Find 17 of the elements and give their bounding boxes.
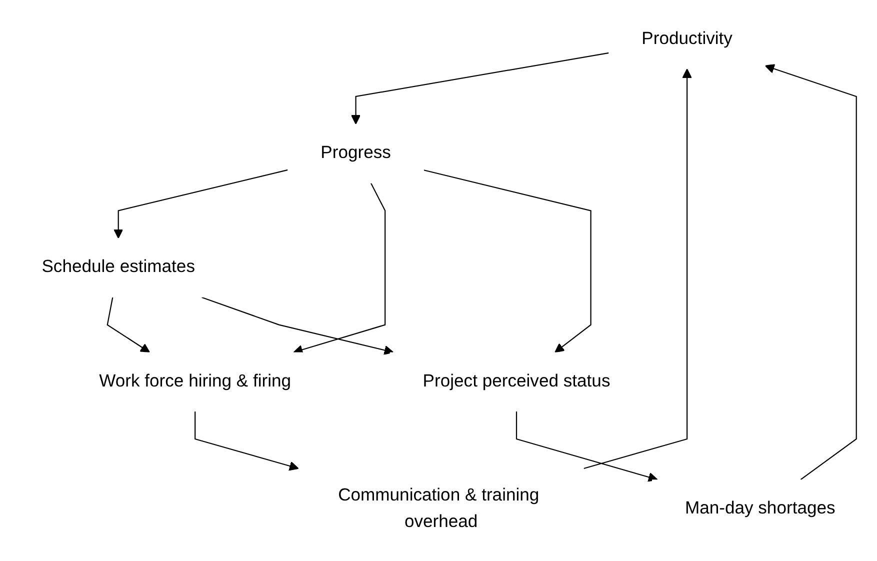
node-text: Work force hiring & firing bbox=[99, 372, 292, 390]
node-text: Communication & training overhead bbox=[338, 486, 540, 531]
node-text: Productivity bbox=[642, 29, 732, 48]
arrow bbox=[293, 182, 386, 354]
node-text: Man-day shortages bbox=[684, 498, 836, 518]
arrow bbox=[764, 64, 857, 480]
arrow bbox=[516, 411, 658, 482]
arrow bbox=[194, 411, 299, 470]
node-text: Project perceived status bbox=[422, 372, 610, 390]
arrow bbox=[114, 169, 288, 238]
arrow bbox=[202, 296, 394, 354]
arrow bbox=[106, 296, 150, 352]
arrow bbox=[584, 68, 692, 469]
arrow bbox=[350, 52, 609, 124]
node-text: Schedule estimates bbox=[42, 257, 195, 276]
arrow bbox=[424, 169, 592, 352]
node-text: Progress bbox=[320, 143, 391, 162]
